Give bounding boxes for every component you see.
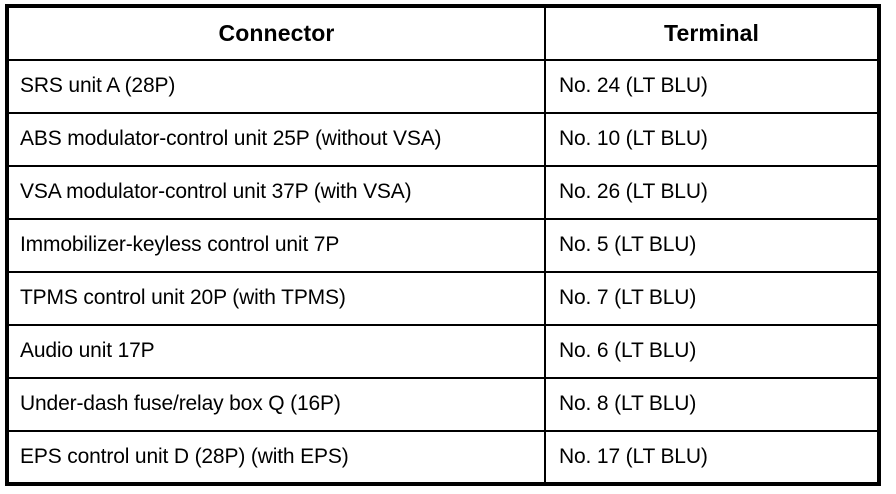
table-row: SRS unit A (28P) No. 24 (LT BLU) [7,59,879,114]
cell-terminal-text: No. 6 (LT BLU) [559,339,697,363]
column-header-terminal: Terminal [544,6,879,61]
table-row: Audio unit 17P No. 6 (LT BLU) [7,324,879,379]
cell-connector-text: VSA modulator-control unit 37P (with VSA… [20,180,412,204]
cell-terminal-text: No. 7 (LT BLU) [559,286,697,310]
table-row: TPMS control unit 20P (with TPMS) No. 7 … [7,271,879,326]
cell-connector-text: TPMS control unit 20P (with TPMS) [20,286,346,310]
connector-terminal-table: Connector Terminal SRS unit A (28P) No. … [5,4,881,486]
table-row: Under-dash fuse/relay box Q (16P) No. 8 … [7,377,879,432]
cell-connector: ABS modulator-control unit 25P (without … [7,112,546,167]
column-header-connector: Connector [7,6,546,61]
table-row: EPS control unit D (28P) (with EPS) No. … [7,430,879,484]
cell-terminal-text: No. 5 (LT BLU) [559,233,697,257]
cell-connector-text: Audio unit 17P [20,339,155,363]
column-header-terminal-label: Terminal [664,19,759,46]
table-body: SRS unit A (28P) No. 24 (LT BLU) ABS mod… [7,59,879,484]
cell-terminal: No. 26 (LT BLU) [544,165,879,220]
table-row: VSA modulator-control unit 37P (with VSA… [7,165,879,220]
cell-terminal-text: No. 26 (LT BLU) [559,180,708,204]
cell-connector: SRS unit A (28P) [7,59,546,114]
cell-terminal: No. 24 (LT BLU) [544,59,879,114]
cell-terminal: No. 10 (LT BLU) [544,112,879,167]
cell-connector-text: Under-dash fuse/relay box Q (16P) [20,392,341,416]
column-header-connector-label: Connector [218,19,335,46]
table-header-row: Connector Terminal [7,6,879,61]
table-row: ABS modulator-control unit 25P (without … [7,112,879,167]
cell-connector-text: SRS unit A (28P) [20,74,176,98]
cell-terminal-text: No. 17 (LT BLU) [559,444,708,468]
cell-terminal-text: No. 24 (LT BLU) [559,74,708,98]
cell-connector-text: ABS modulator-control unit 25P (without … [20,127,442,151]
cell-terminal: No. 7 (LT BLU) [544,271,879,326]
table-header: Connector Terminal [7,6,879,61]
cell-connector: EPS control unit D (28P) (with EPS) [7,430,546,484]
cell-connector: Immobilizer-keyless control unit 7P [7,218,546,273]
cell-terminal-text: No. 10 (LT BLU) [559,127,708,151]
cell-connector: Under-dash fuse/relay box Q (16P) [7,377,546,432]
cell-terminal: No. 8 (LT BLU) [544,377,879,432]
cell-connector: TPMS control unit 20P (with TPMS) [7,271,546,326]
cell-connector-text: Immobilizer-keyless control unit 7P [20,233,340,257]
cell-connector: Audio unit 17P [7,324,546,379]
connector-terminal-table-container: Connector Terminal SRS unit A (28P) No. … [5,4,881,486]
cell-terminal: No. 5 (LT BLU) [544,218,879,273]
cell-terminal: No. 6 (LT BLU) [544,324,879,379]
cell-terminal-text: No. 8 (LT BLU) [559,392,697,416]
cell-connector: VSA modulator-control unit 37P (with VSA… [7,165,546,220]
cell-connector-text: EPS control unit D (28P) (with EPS) [20,444,349,468]
table-row: Immobilizer-keyless control unit 7P No. … [7,218,879,273]
cell-terminal: No. 17 (LT BLU) [544,430,879,484]
